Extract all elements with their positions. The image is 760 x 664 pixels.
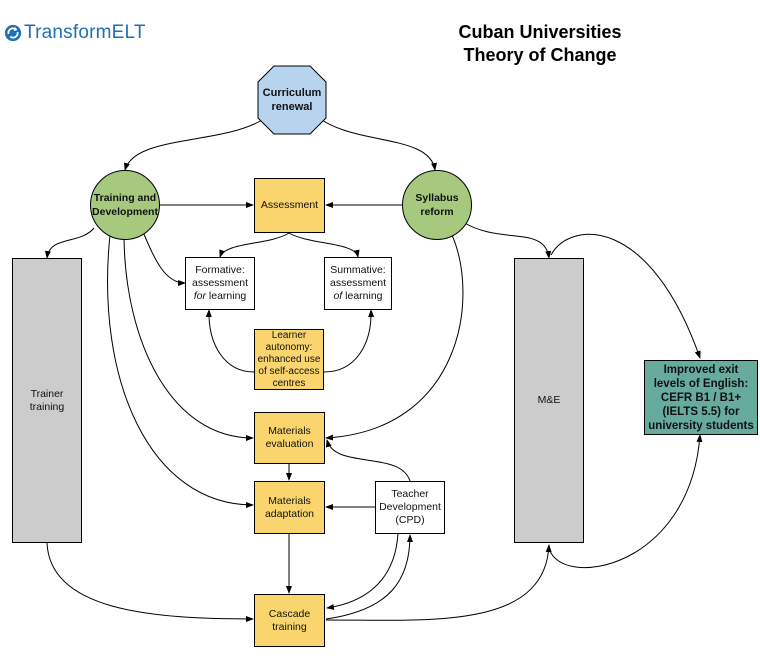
- assessment-node: Assessment: [254, 178, 325, 233]
- outcome-node: Improved exit levels of English: CEFR B1…: [644, 360, 758, 435]
- trainer-line-2: training: [29, 400, 65, 413]
- formative-em: for: [193, 290, 206, 302]
- connector-teacher-to-mat-eval: [325, 439, 411, 482]
- connector-to-outcome: [550, 233, 701, 359]
- summative-rest: learning: [342, 290, 383, 302]
- title-line-2: Theory of Change: [463, 45, 617, 65]
- me-label: M&E: [537, 394, 561, 406]
- cascade-training-node: Cascade training: [254, 594, 325, 647]
- mat-eval-line-1: Materials: [268, 425, 311, 437]
- teacher-dev-line-2: Development: [379, 501, 441, 513]
- teacher-development-node: Teacher Development (CPD): [375, 481, 445, 534]
- connector-assessment-to-summative: [288, 232, 360, 258]
- summative-line-2: assessment: [329, 277, 387, 289]
- cascade-line-1: Cascade: [268, 607, 311, 620]
- connector-trainer-to-cascade: [46, 542, 254, 622]
- curriculum-line-2: renewal: [271, 101, 313, 113]
- autonomy-line-2: autonomy:: [265, 341, 313, 353]
- outcome-line-3: CEFR B1 / B1+: [660, 391, 742, 404]
- page-title: Cuban Universities Theory of Change: [420, 21, 660, 67]
- syllabus-line-1: Syllabus: [415, 192, 459, 204]
- connector-training-to-mat-eval: [123, 236, 254, 441]
- formative-assessment-node: Formative: assessment for learning: [185, 257, 255, 310]
- syllabus-line-2: reform: [420, 206, 454, 218]
- curriculum-renewal-node: Curriculum renewal: [258, 66, 326, 134]
- connector-cascade-to-me: [325, 544, 552, 621]
- autonomy-line-3: enhanced use: [257, 353, 321, 365]
- summative-em: of: [333, 290, 343, 302]
- autonomy-line-1: Learner: [271, 329, 307, 341]
- cascade-line-2: training: [272, 620, 307, 633]
- connector-curriculum-to-syllabus: [321, 119, 437, 171]
- assessment-label: Assessment: [260, 199, 319, 211]
- logo: TransformELT: [4, 22, 146, 44]
- outcome-line-2: levels of English:: [653, 377, 749, 390]
- autonomy-line-5: centres: [272, 377, 306, 389]
- formative-line-1: Formative:: [195, 264, 245, 276]
- trainer-line-1: Trainer: [30, 387, 64, 400]
- training-development-node: Training and Development: [90, 170, 160, 240]
- curriculum-renewal-octagon: [257, 65, 327, 135]
- connector-training-to-trainer: [44, 227, 95, 259]
- connector-training-to-formative: [142, 231, 186, 286]
- materials-evaluation-node: Materials evaluation: [254, 412, 325, 464]
- logo-text: TransformELT: [24, 22, 146, 43]
- training-dev-line-1: Training and: [93, 192, 157, 204]
- autonomy-line-4: of self-access: [258, 365, 320, 377]
- connector-training-to-mat-adapt: [107, 234, 254, 508]
- training-dev-line-2: Development: [92, 206, 158, 218]
- teacher-dev-line-3: (CPD): [395, 514, 425, 526]
- connector-assessment-to-formative: [219, 232, 290, 258]
- syllabus-reform-node: Syllabus reform: [402, 170, 472, 240]
- outcome-line-4: (IELTS 5.5) for: [662, 405, 740, 418]
- curriculum-line-1: Curriculum: [262, 87, 322, 99]
- summative-line-3: of learning: [333, 290, 382, 303]
- connector-teacher-to-cascade: [326, 532, 399, 610]
- mat-eval-line-2: evaluation: [265, 438, 314, 450]
- connector-autonomy-to-summative: [323, 309, 375, 373]
- connector-me-to-outcome: [548, 434, 703, 569]
- connector-syllabus-to-mat-eval: [325, 234, 464, 441]
- connector-curriculum-to-training: [124, 119, 263, 171]
- connector-autonomy-to-formative: [205, 309, 255, 373]
- formative-line-2: assessment: [191, 277, 249, 289]
- teacher-dev-line-1: Teacher: [391, 488, 429, 500]
- summative-line-1: Summative:: [330, 264, 386, 276]
- connector-cascade-to-teacher: [325, 534, 413, 620]
- learner-autonomy-node: Learner autonomy: enhanced use of self-a…: [254, 329, 324, 390]
- circular-arrow-icon: [4, 24, 22, 42]
- formative-rest: learning: [205, 290, 247, 302]
- connector-syllabus-to-me: [462, 221, 552, 259]
- outcome-line-5: university students: [648, 419, 754, 432]
- outcome-line-1: Improved exit: [663, 363, 739, 376]
- trainer-training-node: Trainer training: [12, 258, 82, 543]
- mat-adapt-line-1: Materials: [268, 494, 311, 507]
- formative-line-3: for learning: [194, 290, 247, 303]
- me-node: M&E: [514, 258, 584, 543]
- mat-adapt-line-2: adaptation: [264, 507, 315, 520]
- summative-assessment-node: Summative: assessment of learning: [324, 257, 392, 310]
- materials-adaptation-node: Materials adaptation: [254, 481, 325, 534]
- title-line-1: Cuban Universities: [458, 22, 622, 42]
